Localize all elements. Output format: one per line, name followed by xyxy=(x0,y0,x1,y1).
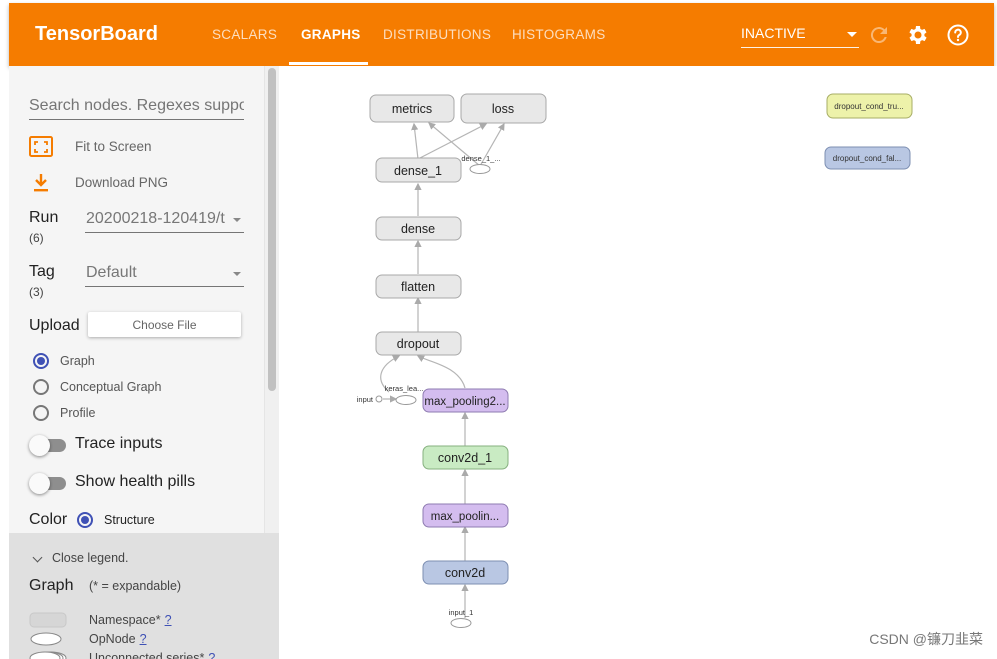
fit-to-screen-label: Fit to Screen xyxy=(75,139,152,154)
node-dropout[interactable]: dropout xyxy=(375,331,462,356)
upload-label: Upload xyxy=(29,317,80,334)
toggle-knob xyxy=(29,435,50,456)
node-conv2d[interactable]: conv2d xyxy=(422,560,509,585)
top-app-bar: TensorBoard SCALARS GRAPHS DISTRIBUTIONS… xyxy=(9,3,994,66)
fit-to-screen-button[interactable]: Fit to Screen xyxy=(29,135,152,159)
node-flatten-label: flatten xyxy=(401,280,435,294)
graph-canvas[interactable]: metrics loss dense_1 dense flatten dropo… xyxy=(279,66,997,659)
choose-file-button[interactable]: Choose File xyxy=(88,312,241,337)
radio-conceptual-label: Conceptual Graph xyxy=(60,380,162,394)
refresh-icon[interactable] xyxy=(867,23,891,47)
node-conv2d-label: conv2d xyxy=(445,566,485,580)
close-legend-link[interactable]: Close legend. xyxy=(52,551,129,565)
toggle-knob xyxy=(29,473,50,494)
tab-histograms[interactable]: HISTOGRAMS xyxy=(512,27,606,42)
tab-distributions[interactable]: DISTRIBUTIONS xyxy=(383,27,492,42)
node-dropout-cond-false-label: dropout_cond_fal... xyxy=(833,154,902,163)
status-dropdown-value: INACTIVE xyxy=(741,25,806,41)
radio-profile-label: Profile xyxy=(60,406,96,420)
node-dense-1[interactable]: dense_1 xyxy=(375,157,462,183)
tab-scalars[interactable]: SCALARS xyxy=(212,27,278,42)
op-node-input-1[interactable]: input_1 xyxy=(449,608,474,628)
graph-edges xyxy=(380,122,505,618)
node-dropout-cond-false[interactable]: dropout_cond_fal... xyxy=(824,146,911,170)
legend-expandable-note: (* = expandable) xyxy=(89,579,182,593)
node-max-pooling2d-label: max_poolin... xyxy=(431,511,499,523)
node-dropout-label: dropout xyxy=(397,337,440,351)
radio-unchecked-icon xyxy=(33,379,49,395)
active-tab-indicator xyxy=(289,62,368,65)
radio-checked-icon xyxy=(33,353,49,369)
help-icon[interactable] xyxy=(946,23,970,47)
namespace-shape-icon xyxy=(29,612,67,628)
op-node-keras-learning-label: keras_lea... xyxy=(385,384,424,393)
op-node-input[interactable]: input xyxy=(357,395,383,404)
op-node-dense-1-op[interactable]: dense_1_... xyxy=(461,154,501,174)
op-node-dense-1-op-label: dense_1_... xyxy=(461,154,500,163)
tab-graphs[interactable]: GRAPHS xyxy=(301,27,361,42)
graph-legend: Close legend. Graph (* = expandable) Nam… xyxy=(9,533,279,659)
fit-screen-icon xyxy=(29,136,53,157)
settings-gear-icon[interactable] xyxy=(906,23,930,47)
health-pills-label: Show health pills xyxy=(75,473,196,490)
legend-opnode-label: OpNode xyxy=(89,632,136,646)
node-dense[interactable]: dense xyxy=(375,216,462,241)
node-dropout-cond-true-label: dropout_cond_tru... xyxy=(834,102,903,111)
controls-panel: Fit to Screen Download PNG Run (6) 20200… xyxy=(9,66,279,533)
run-dropdown[interactable]: 20200218-120419/t xyxy=(85,207,244,233)
download-png-label: Download PNG xyxy=(75,175,169,190)
color-structure-label: Structure xyxy=(104,513,155,527)
node-conv2d-1[interactable]: conv2d_1 xyxy=(422,445,509,470)
legend-unconnected-label: Unconnected series* xyxy=(89,651,205,659)
chevron-down-icon xyxy=(847,32,857,37)
chevron-down-icon[interactable] xyxy=(32,552,43,563)
chevron-down-icon xyxy=(233,272,241,276)
tag-dropdown-value: Default xyxy=(86,264,137,281)
download-icon xyxy=(34,174,48,192)
op-node-input-label: input xyxy=(357,395,374,404)
node-conv2d-1-label: conv2d_1 xyxy=(438,451,492,465)
node-metrics-label: metrics xyxy=(392,102,432,116)
radio-checked-icon xyxy=(77,512,93,528)
node-max-pooling2d[interactable]: max_poolin... xyxy=(422,503,509,528)
node-flatten[interactable]: flatten xyxy=(375,274,462,299)
op-node-input-1-label: input_1 xyxy=(449,608,474,617)
unconnected-series-shape-icon xyxy=(29,651,67,659)
opnode-help-link[interactable]: ? xyxy=(139,632,147,646)
op-node-keras-learning[interactable]: keras_lea... xyxy=(385,384,424,405)
run-dropdown-value: 20200218-120419/t xyxy=(86,210,225,227)
graph-controls-sidebar: Fit to Screen Download PNG Run (6) 20200… xyxy=(9,66,279,659)
node-max-pooling2d-1-label: max_pooling2... xyxy=(424,396,505,408)
node-loss[interactable]: loss xyxy=(460,93,547,124)
chevron-down-icon xyxy=(233,218,241,222)
opnode-shape-icon xyxy=(30,632,62,646)
run-count: (6) xyxy=(29,231,44,245)
node-metrics[interactable]: metrics xyxy=(369,94,455,123)
graph-svg[interactable]: metrics loss dense_1 dense flatten dropo… xyxy=(279,66,997,659)
watermark-text: CSDN @镰刀韭菜 xyxy=(869,631,983,647)
legend-namespace-label: Namespace* xyxy=(89,613,161,627)
trace-inputs-label: Trace inputs xyxy=(75,435,163,452)
node-max-pooling2d-1[interactable]: max_pooling2... xyxy=(422,388,509,413)
tag-dropdown[interactable]: Default xyxy=(85,261,244,287)
legend-title: Graph xyxy=(29,577,74,594)
node-dense-label: dense xyxy=(401,222,435,236)
run-label: Run xyxy=(29,209,59,226)
download-png-button[interactable]: Download PNG xyxy=(29,171,168,195)
radio-unchecked-icon xyxy=(33,405,49,421)
app-logo[interactable]: TensorBoard xyxy=(35,23,158,45)
search-nodes-input[interactable] xyxy=(29,92,244,120)
scrollbar-thumb[interactable] xyxy=(268,68,276,391)
node-loss-label: loss xyxy=(492,102,514,116)
node-dropout-cond-true[interactable]: dropout_cond_tru... xyxy=(826,93,913,119)
unconnected-help-link[interactable]: ? xyxy=(208,651,216,659)
status-dropdown[interactable]: INACTIVE xyxy=(741,23,859,48)
radio-graph-label: Graph xyxy=(60,354,95,368)
tag-count: (3) xyxy=(29,285,44,299)
namespace-help-link[interactable]: ? xyxy=(164,613,172,627)
color-label: Color xyxy=(29,511,68,528)
node-dense-1-label: dense_1 xyxy=(394,164,442,178)
tag-label: Tag xyxy=(29,263,55,280)
